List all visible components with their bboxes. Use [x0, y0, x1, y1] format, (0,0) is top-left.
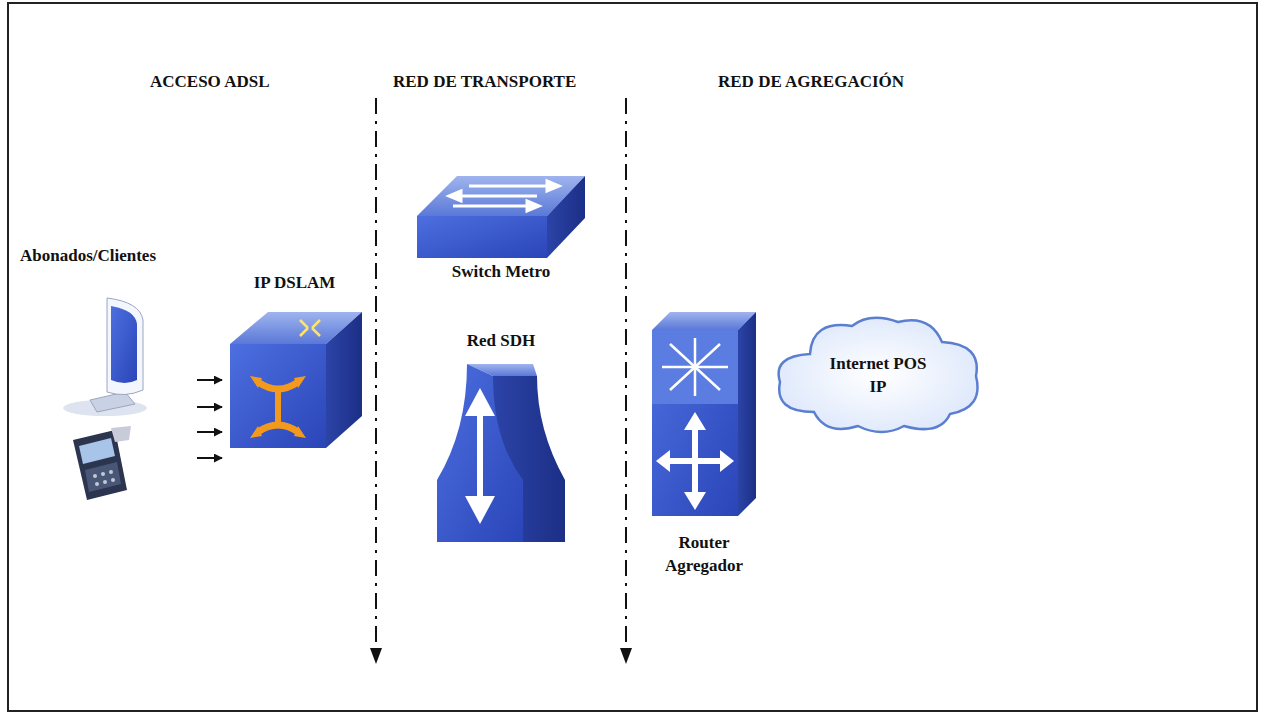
cloud-node: Internet POS IP	[770, 312, 986, 436]
client-arrow	[197, 379, 222, 381]
switch-node: Switch Metro	[413, 172, 589, 284]
client-devices	[45, 280, 175, 500]
dslam-icon	[222, 304, 367, 454]
node-label: Switch Metro	[452, 261, 550, 284]
router-icon	[648, 308, 760, 520]
client-arrow	[197, 457, 222, 459]
sdh-node: Red SDH	[433, 330, 569, 546]
node-label: Abonados/Clientes	[20, 245, 156, 268]
node-label: Internet POS IP	[828, 353, 928, 399]
section-header: RED DE TRANSPORTE	[393, 72, 576, 92]
node-label: IP DSLAM	[254, 272, 336, 295]
node-label: Red SDH	[467, 330, 535, 353]
router-node: Router Agregador	[648, 308, 760, 578]
client-arrow	[197, 431, 222, 433]
switch-icon	[413, 172, 589, 262]
dslam-node: IP DSLAM	[222, 272, 367, 457]
cloud-shape	[770, 312, 986, 436]
section-header: ACCESO ADSL	[150, 72, 270, 92]
client-arrow	[197, 406, 222, 408]
section-header: RED DE AGREGACIÓN	[718, 72, 904, 92]
sdh-icon	[433, 360, 569, 546]
client-group: Abonados/Clientes	[20, 245, 195, 500]
node-label: Router Agregador	[659, 532, 749, 578]
